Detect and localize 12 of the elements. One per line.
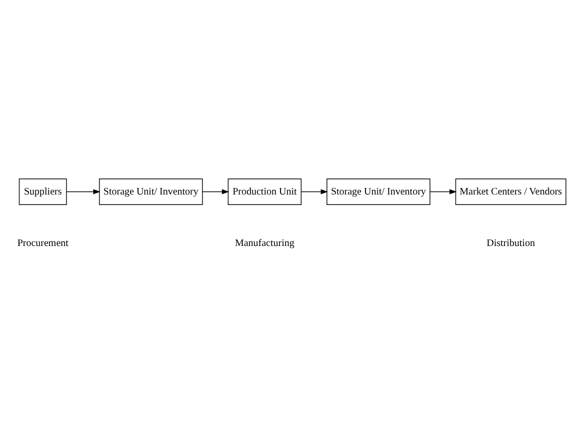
node-box: Storage Unit/ Inventory bbox=[99, 178, 203, 205]
node-box: Market Centers / Vendors bbox=[455, 178, 566, 205]
arrow bbox=[202, 189, 230, 194]
label: Manufacturing bbox=[234, 238, 294, 249]
arrow bbox=[300, 189, 328, 194]
label: Procurement bbox=[17, 238, 68, 249]
label: Distribution bbox=[486, 238, 535, 249]
arrow bbox=[66, 189, 100, 194]
node-box: Suppliers bbox=[18, 178, 67, 205]
node-box: Storage Unit/ Inventory bbox=[326, 178, 430, 205]
arrow bbox=[430, 189, 457, 194]
node-box: Production Unit bbox=[228, 178, 302, 205]
